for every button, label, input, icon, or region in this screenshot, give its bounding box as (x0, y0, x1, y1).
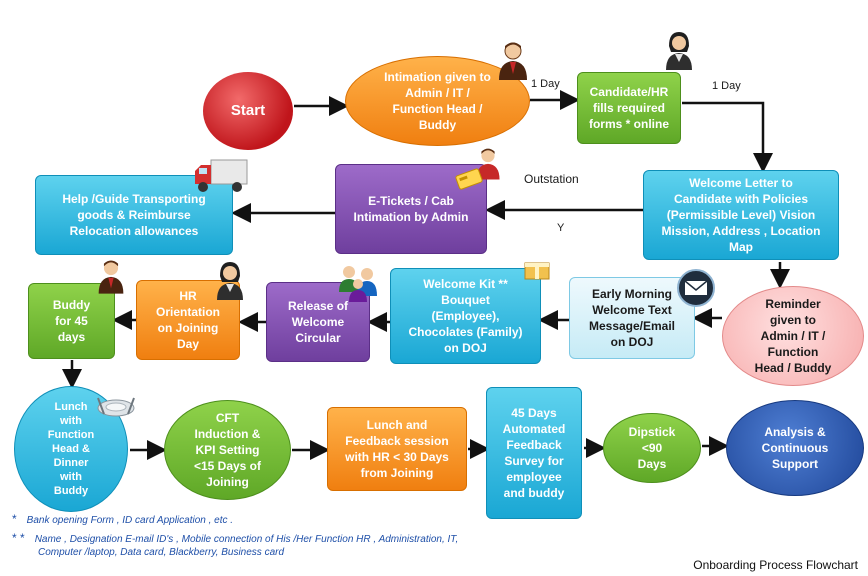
intimation-node: Intimation given to Admin / IT / Functio… (345, 56, 530, 146)
tickets-icon (455, 168, 483, 190)
edge-label-yes: Y (557, 222, 565, 234)
arrow-forms-to-welcome-letter (682, 101, 773, 173)
footnote-2: * * Name , Designation E-mail ID's , Mobi… (12, 531, 458, 545)
buddy-node: Buddy for 45 days (28, 283, 115, 359)
cft-induction-node: CFT Induction & KPI Setting <15 Days of … (164, 400, 291, 500)
woman-icon (217, 262, 243, 300)
welcome-letter-node: Welcome Letter to Candidate with Policie… (643, 170, 839, 260)
woman-icon (666, 32, 692, 70)
edge-label-1-day-b: 1 Day (712, 80, 741, 92)
dinner-plate-icon (97, 397, 135, 417)
footnote-1-text: Bank opening Form , ID card Application … (26, 515, 234, 526)
footnote-1: * Bank opening Form , ID card Application… (12, 512, 233, 526)
dipstick-node: Dipstick <90 Days (603, 413, 701, 483)
release-circular-node: Release of Welcome Circular (266, 282, 370, 362)
gift-box-icon (524, 262, 550, 280)
early-morning-node: Early Morning Welcome Text Message/Email… (569, 277, 695, 359)
figure-caption: Onboarding Process Flowchart (693, 558, 858, 572)
footnote-2-continued: Computer /laptop, Data card, Blackberry,… (38, 547, 285, 558)
survey-node: 45 Days Automated Feedback Survey for em… (486, 387, 582, 519)
eticket-cab-node: E-Tickets / Cab Intimation by Admin (335, 164, 487, 254)
analysis-node: Analysis & Continuous Support (726, 400, 864, 496)
reminder-node: Reminder given to Admin / IT / Function … (722, 286, 864, 386)
footnote-1-marker: * (12, 512, 17, 526)
edge-label-outstation: Outstation (524, 172, 579, 186)
hr-orientation-node: HR Orientation on Joining Day (136, 280, 240, 360)
footnote-2-marker: * * (12, 531, 25, 545)
welcome-kit-node: Welcome Kit ** Bouquet (Employee), Choco… (390, 268, 541, 364)
edge-label-1-day-a: 1 Day (531, 78, 560, 90)
delivery-truck-icon (195, 159, 248, 192)
lunch-feedback-node: Lunch and Feedback session with HR < 30 … (327, 407, 467, 491)
footnote-2-text: Name , Designation E-mail ID's , Mobile … (34, 534, 459, 545)
start-node: Start (203, 72, 293, 150)
forms-online-node: Candidate/HR fills required forms * onli… (577, 72, 681, 144)
email-icon (677, 269, 715, 307)
businessman-icon (499, 42, 527, 80)
businessman-icon (476, 148, 500, 180)
people-group-icon (339, 266, 377, 302)
businessman-icon (98, 260, 124, 294)
